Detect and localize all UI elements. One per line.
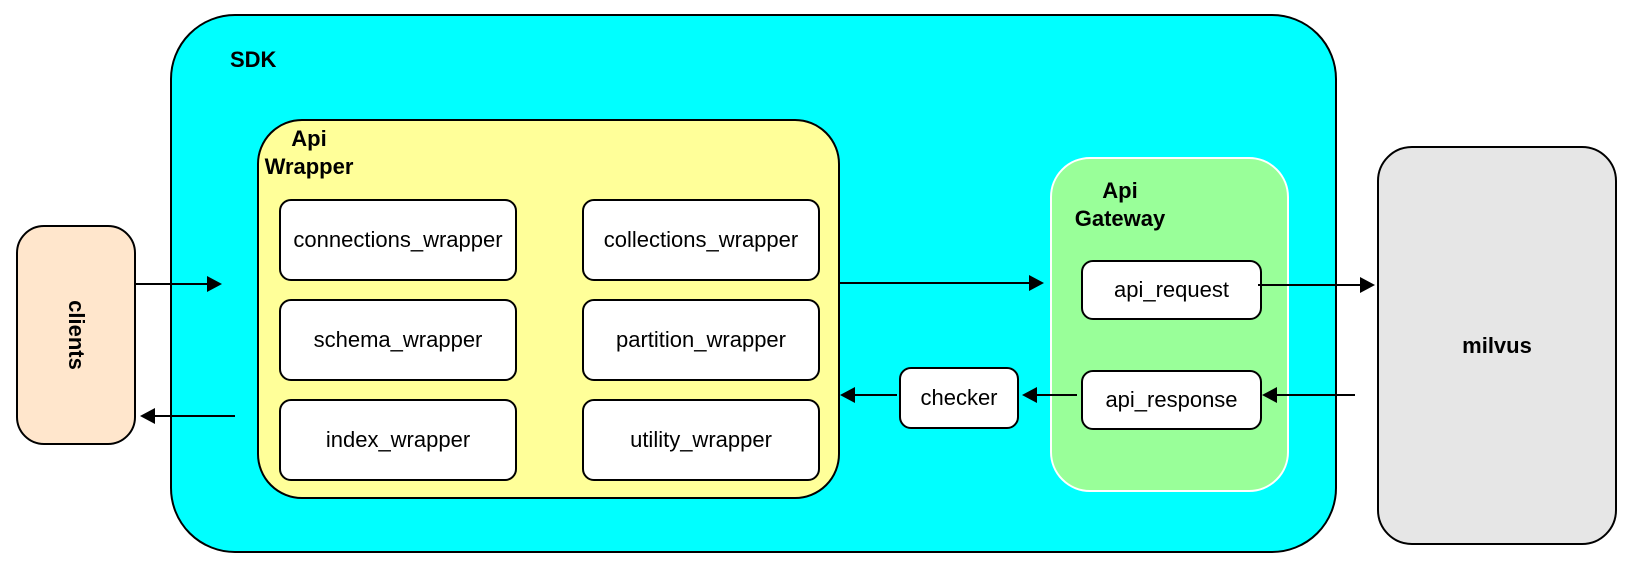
sdk-container: SDK Api Wrapper connections_wrapper sche… — [170, 14, 1337, 553]
schema-wrapper-node: schema_wrapper — [279, 299, 517, 381]
arrow-checker-to-wrapper-head — [840, 387, 855, 403]
milvus-label: milvus — [1462, 332, 1532, 358]
api-response-node: api_response — [1081, 370, 1262, 430]
arrow-milvus-to-response-line — [1277, 394, 1355, 396]
api-wrapper-container: Api Wrapper connections_wrapper schema_w… — [257, 119, 840, 499]
arrow-wrapper-to-gateway-head — [1029, 275, 1044, 291]
arrow-response-to-checker-head — [1022, 387, 1037, 403]
utility-wrapper-node: utility_wrapper — [582, 399, 820, 481]
arrow-request-to-milvus-line — [1258, 284, 1361, 286]
api-gateway-label: Api Gateway — [1068, 177, 1172, 233]
arrow-clients-to-sdk-head — [207, 276, 222, 292]
arrow-wrapper-to-clients-head — [140, 408, 155, 424]
clients-label: clients — [64, 300, 89, 370]
arrow-response-to-checker-line — [1037, 394, 1077, 396]
clients-node: clients — [16, 225, 136, 445]
api-request-node: api_request — [1081, 260, 1262, 320]
arrow-checker-to-wrapper-line — [855, 394, 897, 396]
api-gateway-container: Api Gateway api_request api_response — [1050, 157, 1289, 492]
index-wrapper-node: index_wrapper — [279, 399, 517, 481]
collections-wrapper-node: collections_wrapper — [582, 199, 820, 281]
arrow-request-to-milvus-head — [1360, 277, 1375, 293]
arrow-wrapper-to-clients-line — [155, 415, 235, 417]
milvus-node: milvus — [1377, 146, 1617, 545]
connections-wrapper-node: connections_wrapper — [279, 199, 517, 281]
api-wrapper-label-line1: Api — [291, 126, 327, 151]
sdk-label: SDK — [230, 47, 277, 72]
api-wrapper-label-line2: Wrapper — [264, 154, 354, 179]
arrow-clients-to-sdk-line — [136, 283, 210, 285]
api-wrapper-label: Api Wrapper — [259, 125, 359, 181]
api-gateway-label-line1: Api — [1102, 178, 1138, 203]
checker-node: checker — [899, 367, 1019, 429]
arrow-milvus-to-response-head — [1262, 387, 1277, 403]
partition-wrapper-node: partition_wrapper — [582, 299, 820, 381]
api-gateway-label-line2: Gateway — [1074, 206, 1166, 231]
arrow-wrapper-to-gateway-line — [838, 282, 1030, 284]
